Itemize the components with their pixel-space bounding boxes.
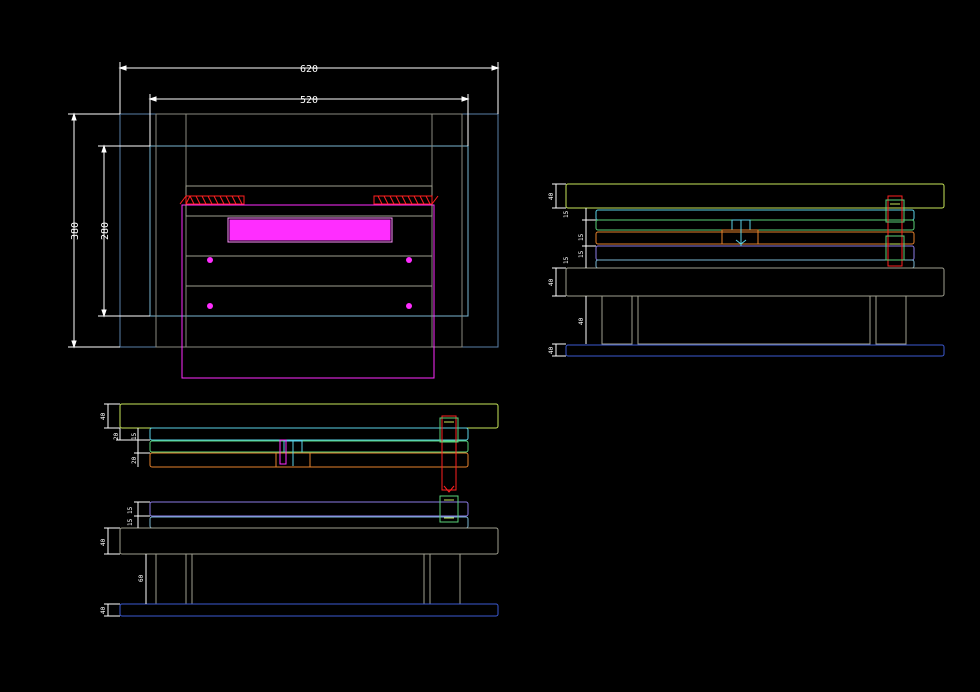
plan-middle-frame — [155, 113, 463, 348]
plan-stripper-outline — [181, 204, 435, 379]
bottom-dim-label: 15 — [127, 518, 134, 526]
bottom-dim-label: 40 — [100, 412, 107, 420]
side-view-right — [565, 183, 945, 357]
bottom-top-plate — [119, 403, 499, 429]
bottom-dim-label: 15 — [131, 432, 138, 440]
right-cyan-plate — [595, 209, 915, 221]
plan-inner-frame — [149, 145, 469, 317]
dim-outer-height: 380 — [70, 222, 81, 240]
plan-pin-hole — [207, 303, 213, 309]
bottom-base-plate — [119, 527, 499, 555]
bottom-guide-pin-lower — [439, 495, 459, 523]
plan-pin-hole — [207, 257, 213, 263]
plan-pin-hole — [406, 257, 412, 263]
bottom-cyan-plate — [149, 427, 469, 441]
bottom-leg-middle — [191, 553, 425, 605]
right-dim-label: 40 — [548, 346, 555, 354]
bottom-purple-plate — [149, 501, 469, 517]
right-dim-label: 15 — [563, 256, 570, 264]
right-base-plate — [565, 267, 945, 297]
right-dim-label: 15 — [578, 250, 585, 258]
plan-right-rail — [373, 195, 439, 205]
bottom-dim-label: 40 — [100, 606, 107, 614]
plan-punch — [229, 219, 391, 241]
right-dim-label: 40 — [548, 192, 555, 200]
plan-view — [119, 113, 499, 379]
right-top-plate — [565, 183, 945, 209]
right-purple-plate — [595, 245, 915, 261]
side-view-bottom — [119, 403, 499, 617]
dim-outer-width: 620 — [300, 64, 318, 75]
plan-pin-hole — [406, 303, 412, 309]
bottom-dim-label: 15 — [127, 506, 134, 514]
bottom-dim-label: 20 — [113, 432, 120, 440]
bottom-leg-right — [429, 553, 461, 605]
dim-inner-height: 280 — [100, 222, 111, 240]
right-cyan-plate-2 — [595, 259, 915, 269]
bottom-leg-left — [155, 553, 187, 605]
dim-inner-width: 520 — [300, 95, 318, 106]
bottom-dim-label: 20 — [131, 456, 138, 464]
plan-left-rail — [179, 195, 245, 205]
bottom-dim-label: 60 — [138, 574, 145, 582]
right-dim-label: 40 — [578, 317, 585, 325]
bottom-cyan-plate-2 — [149, 516, 469, 529]
bottom-green-plate — [149, 440, 469, 453]
right-dim-label: 15 — [563, 210, 570, 218]
bottom-bottom-plate — [119, 603, 499, 617]
right-dim-label: 40 — [548, 278, 555, 286]
right-bottom-plate — [565, 344, 945, 357]
right-orange-plate — [595, 231, 915, 245]
plan-dimensions — [68, 62, 500, 349]
bottom-guide-pin-upper — [441, 415, 457, 491]
right-leg-middle — [637, 295, 871, 345]
right-leg-right — [875, 295, 907, 345]
right-dim-label: 15 — [578, 233, 585, 241]
bottom-orange-plate — [149, 452, 469, 468]
bottom-dim-label: 40 — [100, 538, 107, 546]
right-guide-pin — [887, 195, 903, 267]
right-dimension-ticks — [552, 183, 596, 357]
right-green-plate — [595, 219, 915, 231]
bottom-dimension-ticks — [104, 403, 150, 617]
right-leg-left — [601, 295, 633, 345]
